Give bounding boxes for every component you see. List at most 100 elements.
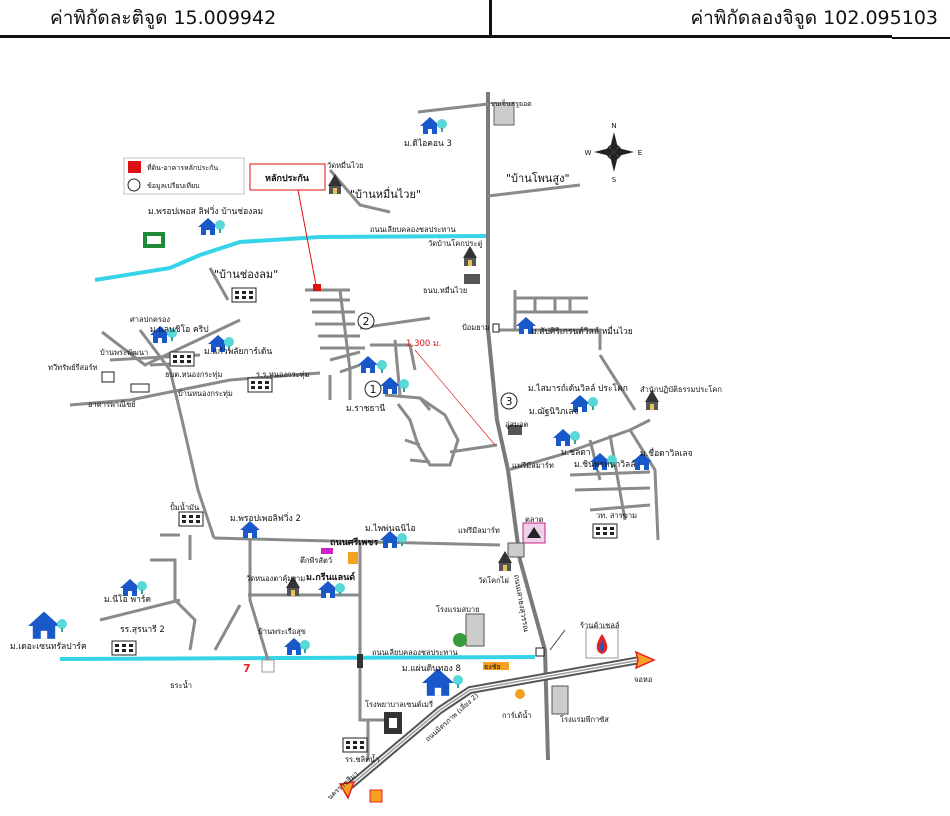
- traffic-light-icon: [357, 102, 515, 668]
- compare-marker-1: 1: [364, 380, 382, 398]
- school-icon: [143, 232, 165, 248]
- building-icon: [342, 737, 368, 753]
- house-icon: [553, 429, 580, 446]
- label-tuk-pp: ตึกพีรสัตว์: [300, 556, 332, 565]
- label-rachathani: ม.ราชธานี: [346, 403, 385, 414]
- canal-north: [94, 234, 489, 282]
- collateral-site-marker: [313, 284, 321, 291]
- label-rr-chonpa: รร.ชลิตน้ำ: [345, 754, 379, 764]
- temple-icon: [328, 174, 342, 194]
- checkpoint-icon: [492, 323, 500, 333]
- label-rr-suranari: รร.สุรนารี 2: [120, 624, 165, 635]
- market-icon: [522, 522, 546, 544]
- label-phlai-narathip: ม.ไพพ่นฉนิไอ: [365, 523, 416, 534]
- house-icon: [198, 218, 225, 235]
- map-legend: ที่ดิน-อาคารหลักประกัน ข้อมูลเปรียบเทียบ: [123, 157, 245, 195]
- label-ban-nam-wan: ปั้มน้ำมัน: [170, 502, 199, 512]
- label-wat-nong: วัดหนองตาคุ้มงาม: [246, 574, 305, 583]
- label-school-nuenwai: ธนบ.หมื่นไวย: [423, 285, 467, 295]
- collateral-callout: หลักประกัน: [249, 163, 326, 291]
- label-sap-srikrin: ม.สัปศิริเกรนด์วิลล์ หมื่นไวย: [531, 325, 633, 337]
- label-prop-chonglom: ม.พรอปเพอส ลิฟวิ่ง บ้านช่องลม: [148, 205, 263, 217]
- label-ban-nong-sung: "บ้านโพนสูง": [506, 171, 570, 185]
- house-icon: [28, 611, 60, 639]
- sign-icon: [369, 542, 525, 803]
- legend-compare-swatch: [127, 178, 141, 192]
- compass-south: S: [612, 176, 617, 184]
- label-farm-mart: แฟรีมีลมาร์ท: [512, 461, 554, 470]
- callout-label: หลักประกัน: [265, 173, 310, 184]
- label-sam-pho: สำนักปฏิบัติธรรมประโคก: [640, 385, 722, 394]
- label-hotel2: โรงแรมพีกาซัส: [560, 715, 609, 724]
- compass-west: W: [585, 149, 592, 157]
- house-icon: [380, 377, 409, 394]
- label-commercial: อาคารพาณิชย์: [88, 400, 136, 409]
- svg-text:7: 7: [243, 662, 251, 675]
- label-bank: บ้านพระเรือสุข: [258, 627, 306, 636]
- label-sala: ศาลปกครอง: [130, 315, 170, 324]
- label-saman-villa: ม.ไสมารถ์เด้นวิลล์ ประโคก: [528, 383, 628, 394]
- svg-text:3: 3: [506, 395, 513, 408]
- label-chinnaphat: ม.ชลดา: [561, 448, 591, 458]
- label-nong-krathum2: ร.ร.หนองกระทุ่ม: [256, 370, 310, 379]
- house-icon: [284, 638, 310, 655]
- label-hotel: โรงแรมสบาย: [436, 605, 479, 614]
- building-icon: [231, 287, 257, 303]
- label-ban-nuen-wai: "บ้านหมื่นไวย": [350, 186, 421, 201]
- building-icon: [169, 351, 195, 367]
- label-police: ทวีทรัพย์รีสอร์ท: [48, 363, 98, 372]
- highway-diagonal: [342, 656, 641, 794]
- label-proplus2: ม.พรอปเพอลิฟวิ่ง 2: [230, 512, 301, 524]
- latitude-label: ค่าพิกัดละติจูด 15.009942: [50, 7, 277, 29]
- longitude-label: ค่าพิกัดลองจิจูด 102.095103: [690, 7, 938, 29]
- label-chonphuthon: ชนเจ็นสรูยอด: [490, 99, 532, 108]
- tree-icon: [453, 675, 463, 688]
- legend-compare-label: ข้อมูลเปรียบเทียบ: [147, 182, 200, 190]
- svg-text:1: 1: [370, 383, 377, 396]
- pump-icon: [321, 548, 358, 564]
- hospital-icon: [384, 712, 402, 734]
- label-hospital: โรงพยาบาลเซนต์เมรี่: [365, 699, 433, 709]
- label-baan-chaofa: ม.แก้วพลัยการ์เด้น: [204, 346, 272, 357]
- label-road-sriphet: ถนนศรีเพชร: [330, 537, 378, 548]
- compare-marker-3: 3: [500, 392, 518, 410]
- compass-east: E: [638, 149, 642, 157]
- building-icon: [592, 523, 618, 539]
- label-farm-mart2: แฟรีมีลมาร์ท: [458, 526, 500, 535]
- label-the-green: ม.เดอะเซนทรัลปาร์ค: [10, 641, 87, 652]
- distance-label: 1,300 ม.: [406, 339, 441, 349]
- label-wat-sarakham: วท. สารขาม: [596, 511, 637, 520]
- house-icon: [358, 356, 387, 373]
- house-icon: [120, 579, 147, 596]
- house-icon: [318, 581, 345, 598]
- label-wat-khok: วัดโคกไผ่: [478, 576, 509, 585]
- tree-icon: [57, 619, 67, 632]
- building-icon: [111, 640, 137, 656]
- label-road-lieb-khlong: ถนนเลียบคลองชลประทาน: [370, 225, 456, 234]
- coordinate-header: ค่าพิกัดละติจูด 15.009942 ค่าพิกัดลองจิจ…: [0, 0, 950, 39]
- header-divider: [489, 0, 492, 38]
- distance-line: [414, 349, 496, 446]
- flower-icon: [515, 689, 525, 699]
- label-gas: ร้านค้าเชลล์: [580, 621, 619, 630]
- hotel-icon: [453, 613, 485, 647]
- label-dilocon3: ม.ดิไอคอน 3: [404, 138, 452, 149]
- shop-icon: [101, 274, 522, 435]
- arrow-southwest-nakhon: [338, 781, 356, 800]
- label-green-land: ม.กรีนแลนด์: [306, 571, 355, 583]
- label-pho-ngam: ป้อมยาม: [462, 323, 490, 332]
- label-road-chonprathan2: ถนนเลียบคลองชลประทาน: [372, 648, 458, 657]
- label-wat-ban-khok: วัดบ้านโคกประดู่: [428, 239, 483, 248]
- house-icon: [420, 117, 447, 134]
- label-ban-prasopna: บ้านพระพัฒนา: [100, 348, 148, 357]
- label-chuanthep: ม.ชื่อดาวิลเลจ: [640, 447, 693, 459]
- label-uthai-car: อู่สมอต: [505, 420, 529, 429]
- store-icon: 7: [243, 659, 275, 675]
- svg-text:2: 2: [363, 315, 370, 328]
- legend-site-swatch: [128, 161, 141, 173]
- building-icon: [247, 377, 273, 393]
- arrow-east-chakarat: [634, 650, 656, 670]
- legend-site-label: ที่ดิน-อาคารหลักประกัน: [147, 163, 218, 172]
- header-rule-offset: [892, 37, 950, 39]
